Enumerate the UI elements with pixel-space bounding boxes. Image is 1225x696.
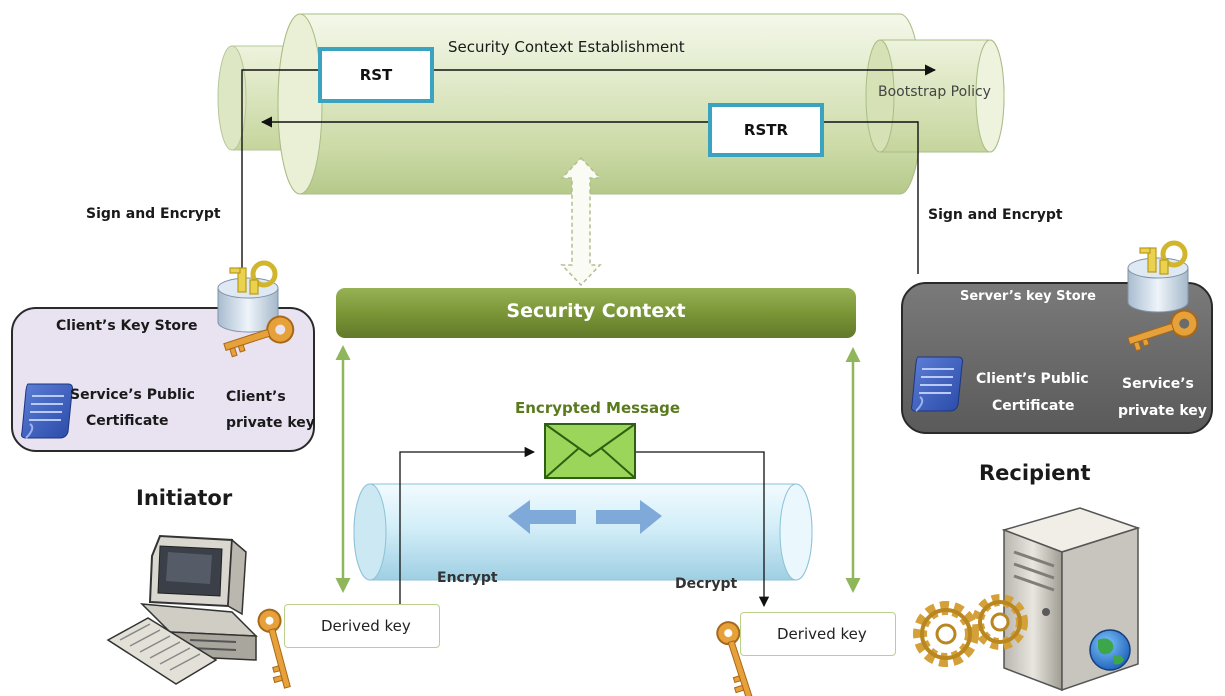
rstr-box: RSTR xyxy=(708,103,824,157)
encrypt-arrow xyxy=(399,446,536,606)
key-store-icon xyxy=(1127,240,1189,313)
rst-box: RST xyxy=(318,47,434,103)
client-cert-line1: Service’s Public xyxy=(70,387,195,403)
rst-arrow xyxy=(241,64,937,290)
rst-label: RST xyxy=(359,66,393,84)
derived-key-left-label: Derived key xyxy=(321,617,411,635)
rstr-label: RSTR xyxy=(743,121,789,139)
recipient-label: Recipient xyxy=(979,461,1091,485)
derived-key-left: Derived key xyxy=(284,604,440,648)
sign-encrypt-left-label: Sign and Encrypt xyxy=(86,206,221,222)
context-link-arrow xyxy=(560,156,602,287)
server-store-title: Server’s key Store xyxy=(960,289,1096,304)
security-context-bar xyxy=(336,288,856,338)
decrypt-label: Decrypt xyxy=(675,576,738,592)
decrypt-arrow xyxy=(636,451,770,608)
server-cert-line1: Client’s Public xyxy=(976,371,1089,387)
client-cert-line2: Certificate xyxy=(86,413,169,429)
server-key-line1: Service’s xyxy=(1122,376,1194,392)
left-arrow-icon xyxy=(508,500,576,534)
certificate-icon xyxy=(911,356,963,412)
server-key-store-panel xyxy=(901,282,1213,434)
right-arrow-icon xyxy=(596,500,662,534)
desktop-computer-icon xyxy=(106,534,258,685)
server-key-line2: private key xyxy=(1118,403,1207,419)
security-context-label: Security Context xyxy=(506,300,686,322)
key-icon xyxy=(257,608,291,689)
key-store-icon xyxy=(217,260,279,333)
client-store-title: Client’s Key Store xyxy=(56,318,198,334)
key-icon xyxy=(1127,309,1199,352)
message-tunnel xyxy=(353,483,813,581)
client-key-line2: private key xyxy=(226,415,315,431)
certificate-icon xyxy=(21,383,73,439)
encrypted-message-label: Encrypted Message xyxy=(515,399,681,417)
envelope-icon xyxy=(544,423,636,479)
key-icon xyxy=(716,621,753,696)
derived-key-right-label: Derived key xyxy=(777,625,867,643)
server-cert-line2: Certificate xyxy=(992,398,1075,414)
bootstrap-policy-label: Bootstrap Policy xyxy=(878,84,991,100)
tunnel-title: Security Context Establishment xyxy=(448,38,685,56)
rstr-arrow xyxy=(260,116,919,274)
client-key-line1: Client’s xyxy=(226,389,286,405)
encrypt-label: Encrypt xyxy=(437,570,498,586)
sign-encrypt-right-label: Sign and Encrypt xyxy=(928,207,1063,223)
gears-icon xyxy=(913,594,1028,667)
derived-key-right: Derived key xyxy=(740,612,896,656)
initiator-label: Initiator xyxy=(136,486,233,510)
globe-icon xyxy=(1089,629,1131,671)
key-icon xyxy=(223,315,295,358)
